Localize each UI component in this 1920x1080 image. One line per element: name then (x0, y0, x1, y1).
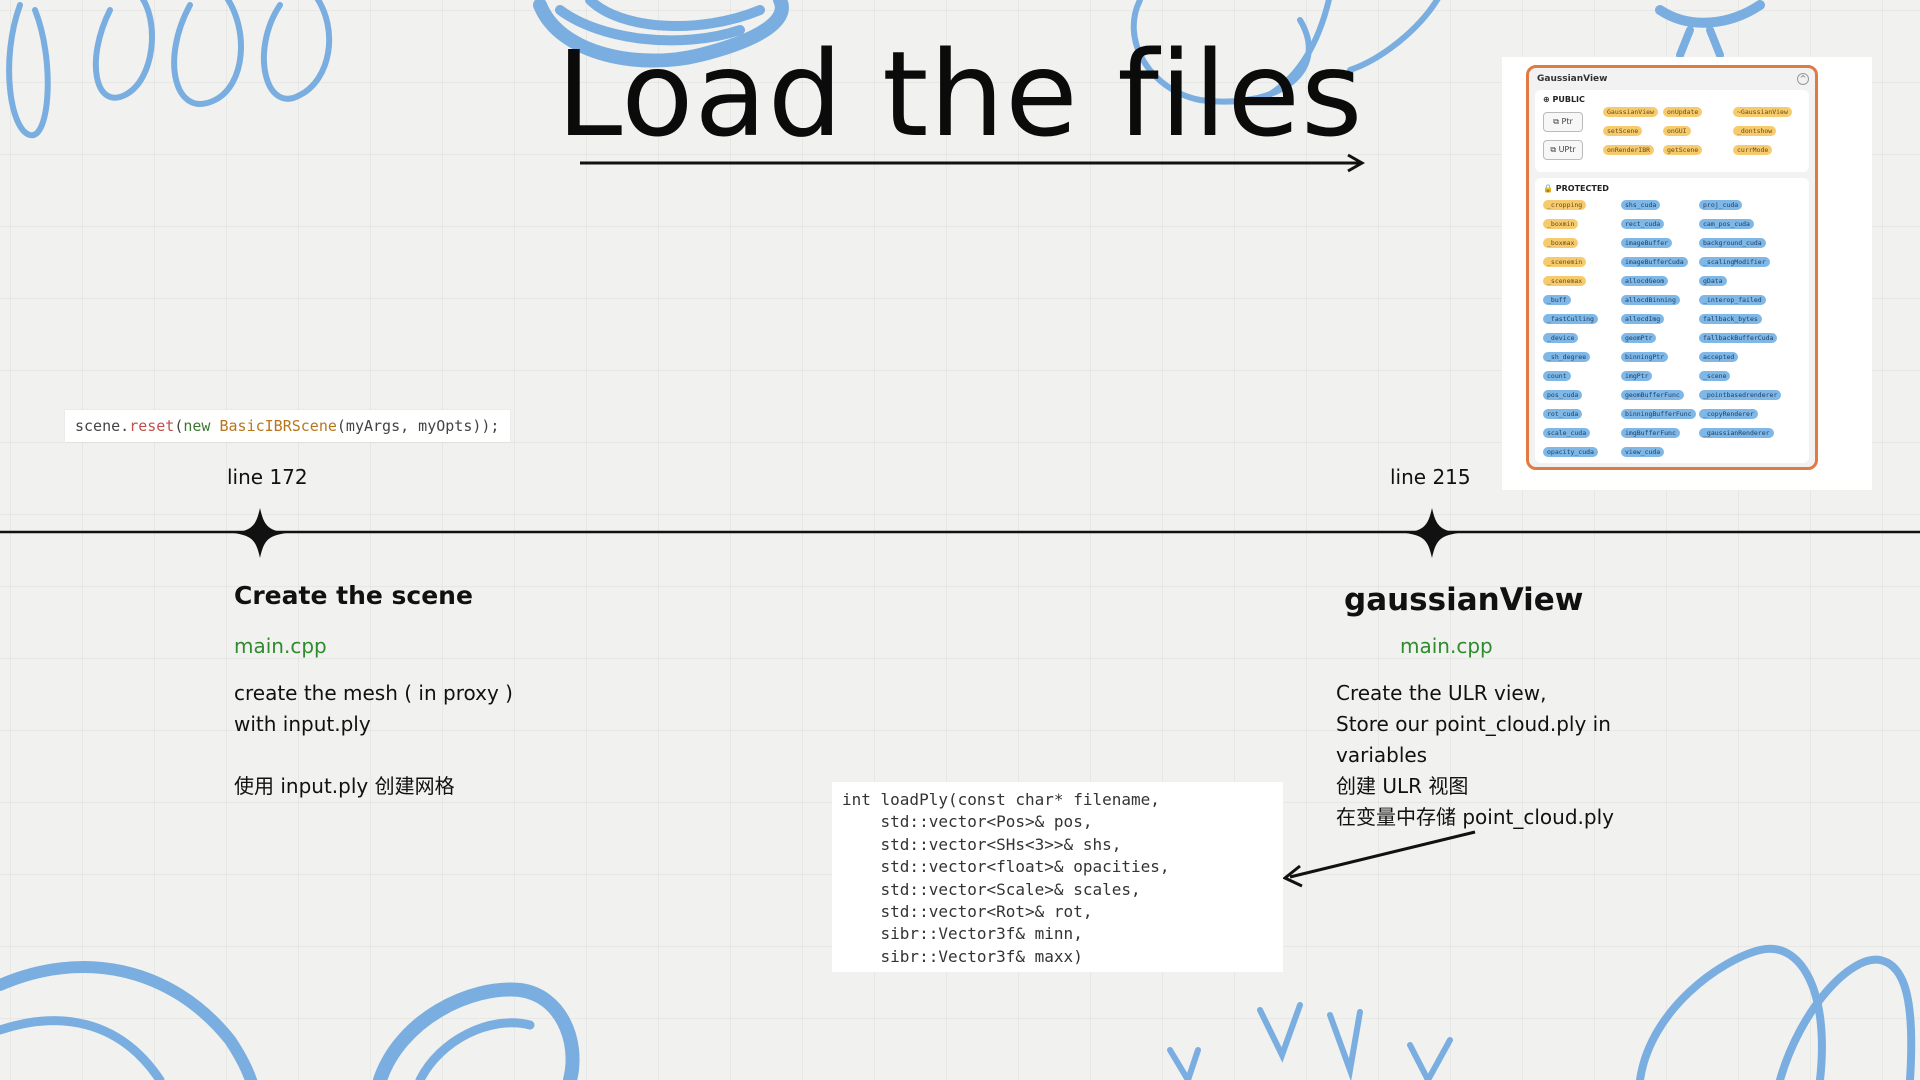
protected-member-pill[interactable]: background_cuda (1699, 238, 1766, 248)
public-section: ⊕ PUBLIC ⧉ Ptr ⧉ UPtr GaussianView onUpda… (1535, 90, 1809, 172)
protected-member-pill[interactable]: scale_cuda (1543, 428, 1591, 438)
public-member-pill[interactable]: onRenderIBR (1603, 145, 1655, 155)
class-name: GaussianView (1537, 74, 1608, 84)
protected-member-pill[interactable]: _gaussianRenderer (1699, 428, 1774, 438)
code-class: BasicIBRScene (219, 417, 337, 435)
protected-member-pill[interactable]: _cropping (1543, 200, 1587, 210)
code-snippet-scene-reset: scene.reset(new BasicIBRScene(myArgs, my… (65, 410, 510, 442)
line-215-label: line 215 (1390, 465, 1471, 489)
protected-member-pill[interactable]: _device (1543, 333, 1579, 343)
protected-member-pill[interactable]: _scalingModifier (1699, 257, 1770, 267)
protected-member-pill[interactable]: _buff (1543, 295, 1571, 305)
code-block-loadply: int loadPly(const char* filename, std::v… (832, 782, 1283, 972)
protected-member-pill[interactable]: geomPtr (1621, 333, 1657, 343)
public-member-pill[interactable]: onUpdate (1663, 107, 1703, 117)
protected-member-pill[interactable]: count (1543, 371, 1571, 381)
protected-member-pill[interactable]: opacity_cuda (1543, 447, 1598, 457)
protected-member-pill[interactable]: allocdImg (1621, 314, 1665, 324)
protected-member-pill[interactable]: shs_cuda (1621, 200, 1661, 210)
protected-member-pill[interactable]: allocdGeom (1621, 276, 1669, 286)
left-description: create the mesh ( in proxy ) with input.… (234, 678, 513, 802)
protected-member-pill[interactable]: imageBuffer (1621, 238, 1673, 248)
protected-member-pill[interactable]: gData (1699, 276, 1727, 286)
code-line: std::vector<Scale>& scales, (842, 879, 1141, 899)
public-member-pill[interactable]: GaussianView (1603, 107, 1658, 117)
protected-member-pill[interactable]: imgPtr (1621, 371, 1653, 381)
right-description: Create the ULR view, Store our point_clo… (1336, 678, 1614, 833)
line-172-label: line 172 (227, 465, 308, 489)
protected-member-pill[interactable]: imgBufferFunc (1621, 428, 1680, 438)
protected-member-pill[interactable]: rot_cuda (1543, 409, 1583, 419)
public-member-pill[interactable]: getScene (1663, 145, 1703, 155)
public-member-pill[interactable]: currMode (1733, 145, 1773, 155)
protected-member-pill[interactable]: _boxmin (1543, 219, 1579, 229)
protected-member-pill[interactable]: rect_cuda (1621, 219, 1665, 229)
page-title: Load the files (556, 25, 1364, 163)
code-line: sibr::Vector3f& maxx) (842, 946, 1083, 966)
protected-member-pill[interactable]: accepted (1699, 352, 1739, 362)
right-file-link[interactable]: main.cpp (1400, 634, 1493, 658)
code-method: reset (129, 417, 175, 435)
protected-label: 🔒 PROTECTED (1543, 184, 1609, 193)
public-member-pill[interactable]: ~GaussianView (1733, 107, 1792, 117)
public-label: ⊕ PUBLIC (1543, 95, 1585, 104)
code-line: std::vector<SHs<3>>& shs, (842, 834, 1122, 854)
create-scene-heading: Create the scene (234, 581, 473, 610)
public-member-pill[interactable]: _dontshow (1733, 126, 1777, 136)
right-desc-line-4: 创建 ULR 视图 (1336, 774, 1469, 798)
code-line: std::vector<Rot>& rot, (842, 901, 1093, 921)
code-line: std::vector<float>& opacities, (842, 857, 1170, 877)
code-line: int loadPly(const char* filename, (842, 790, 1160, 809)
left-desc-line-1: create the mesh ( in proxy ) (234, 681, 513, 705)
gaussianview-class-card: GaussianView ^ ⊕ PUBLIC ⧉ Ptr ⧉ UPtr Gau… (1526, 65, 1818, 470)
protected-member-pill[interactable]: imageBufferCuda (1621, 257, 1688, 267)
protected-member-pill[interactable]: pos_cuda (1543, 390, 1583, 400)
right-desc-line-2: Store our point_cloud.ply in (1336, 712, 1611, 736)
public-member-pill[interactable]: onGUI (1663, 126, 1691, 136)
protected-member-pill[interactable]: _interop_failed (1699, 295, 1766, 305)
protected-member-pill[interactable]: fallback_bytes (1699, 314, 1762, 324)
class-diagram-panel: GaussianView ^ ⊕ PUBLIC ⧉ Ptr ⧉ UPtr Gau… (1502, 57, 1872, 490)
protected-member-pill[interactable]: _fastCulling (1543, 314, 1598, 324)
collapse-icon[interactable]: ^ (1797, 73, 1809, 85)
protected-member-pill[interactable]: cam_pos_cuda (1699, 219, 1754, 229)
protected-member-pill[interactable]: binningBufferFunc (1621, 409, 1696, 419)
protected-member-pill[interactable]: proj_cuda (1699, 200, 1743, 210)
left-desc-cn: 使用 input.ply 创建网格 (234, 774, 455, 798)
left-file-link[interactable]: main.cpp (234, 634, 327, 658)
right-desc-line-5: 在变量中存储 point_cloud.ply (1336, 805, 1614, 829)
code-object: scene (75, 417, 121, 435)
protected-member-pill[interactable]: view_cuda (1621, 447, 1665, 457)
code-line: std::vector<Pos>& pos, (842, 812, 1093, 832)
protected-member-pill[interactable]: _scenemax (1543, 276, 1587, 286)
left-desc-line-2: with input.ply (234, 712, 371, 736)
gaussianview-heading: gaussianView (1344, 582, 1584, 618)
protected-member-pill[interactable]: geomBufferFunc (1621, 390, 1684, 400)
protected-section: 🔒 PROTECTED _cropping _boxmin _boxmax _scen… (1535, 178, 1809, 463)
protected-member-pill[interactable]: _copyRenderer (1699, 409, 1758, 419)
public-member-pill[interactable]: setScene (1603, 126, 1643, 136)
right-desc-line-1: Create the ULR view, (1336, 681, 1547, 705)
ptr-button[interactable]: ⧉ Ptr (1543, 112, 1583, 132)
protected-member-pill[interactable]: allocdBinning (1621, 295, 1680, 305)
protected-member-pill[interactable]: _boxmax (1543, 238, 1579, 248)
protected-member-pill[interactable]: binningPtr (1621, 352, 1669, 362)
code-line: sibr::Vector3f& minn, (842, 924, 1083, 944)
protected-member-pill[interactable]: _scenemin (1543, 257, 1587, 267)
protected-member-pill[interactable]: _pointbasedrenderer (1699, 390, 1782, 400)
protected-member-pill[interactable]: _scene (1699, 371, 1731, 381)
uptr-button[interactable]: ⧉ UPtr (1543, 140, 1583, 160)
protected-member-pill[interactable]: fallbackBufferCuda (1699, 333, 1778, 343)
code-keyword: new (183, 417, 211, 435)
protected-member-pill[interactable]: _sh_degree (1543, 352, 1591, 362)
code-args: (myArgs, myOpts)); (336, 417, 500, 435)
right-desc-line-3: variables (1336, 743, 1428, 767)
